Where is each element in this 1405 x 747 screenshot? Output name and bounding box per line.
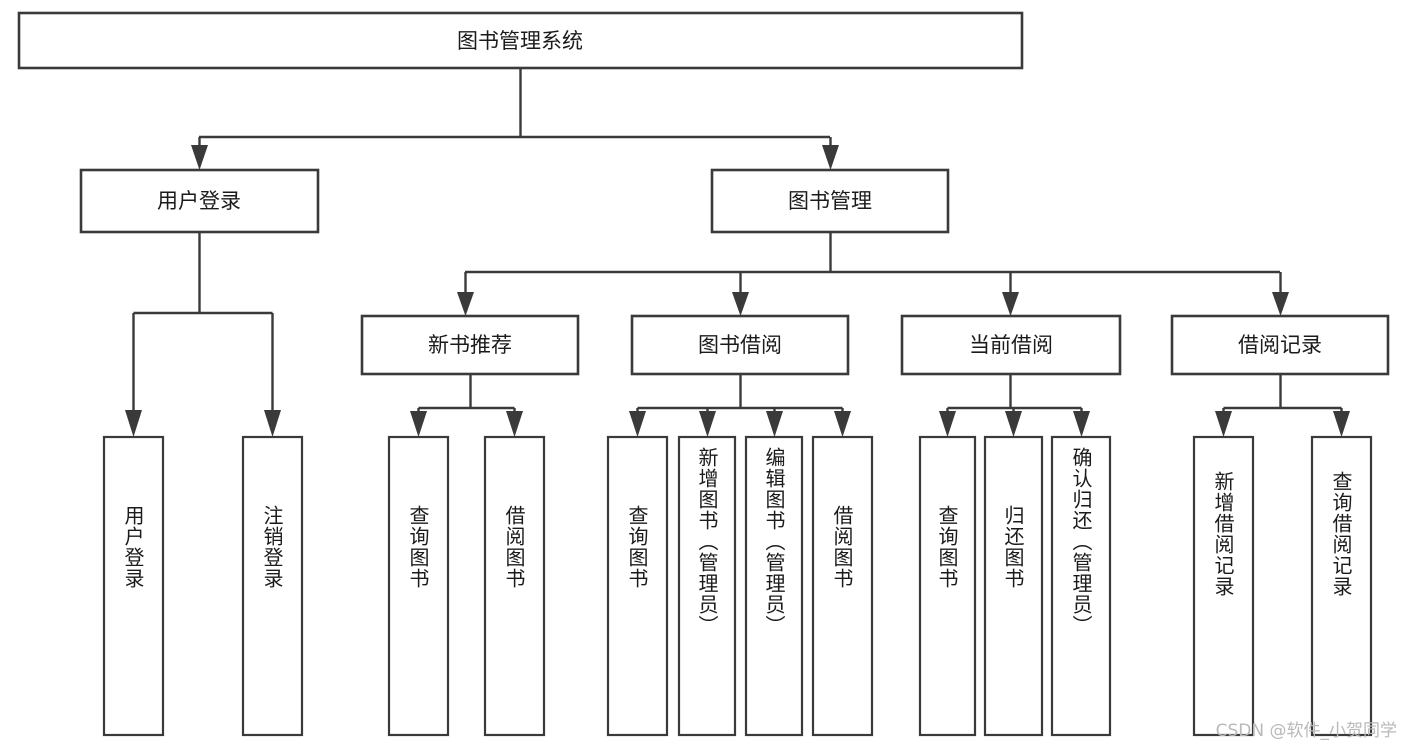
arrow-head-book-borrow: [732, 292, 749, 316]
node-borrow-record[interactable]: 借阅记录: [1170, 314, 1390, 376]
arrow-head-book-management: [822, 145, 839, 170]
node-book-management-label: 图书管理: [788, 189, 872, 213]
node-leaf-logout-label: 注销登录: [260, 505, 284, 589]
connector-group-new-book-recommend: [410, 374, 523, 437]
connector-group-borrow-record: [1215, 374, 1350, 437]
node-leaf-query-book-current-label: 查询图书: [935, 505, 959, 589]
node-leaf-confirm-return-box: [1050, 435, 1112, 737]
arrow-head-borrow-record: [1272, 292, 1289, 316]
node-user-login[interactable]: 用户登录: [79, 168, 320, 234]
arrow-head-leaf-borrow-book-recommend: [506, 411, 523, 437]
node-leaf-user-login-box: [102, 435, 165, 737]
node-leaf-return-book[interactable]: 归还图书: [983, 435, 1044, 737]
node-leaf-add-borrow-record[interactable]: 新增借阅记录: [1192, 435, 1255, 737]
node-leaf-borrow-book-label: 借阅图书: [830, 505, 854, 589]
arrow-head-leaf-query-book-borrow: [629, 411, 646, 437]
node-new-book-recommend-label: 新书推荐: [428, 333, 512, 357]
node-leaf-borrow-book-recommend-label: 借阅图书: [502, 505, 526, 589]
arrow-head-leaf-query-book-current: [939, 411, 956, 437]
node-leaf-confirm-return[interactable]: 确认归还（管理员）: [1050, 435, 1112, 737]
node-leaf-edit-book-label: 编辑图书（管理员）: [762, 447, 786, 636]
node-book-borrow[interactable]: 图书借阅: [630, 314, 850, 376]
arrow-head-leaf-add-borrow-record: [1215, 411, 1232, 437]
node-leaf-query-borrow-record-box: [1310, 435, 1373, 737]
node-leaf-user-login[interactable]: 用户登录: [102, 435, 165, 737]
connector-group-book-borrow: [629, 374, 851, 437]
node-leaf-add-borrow-record-label: 新增借阅记录: [1211, 471, 1235, 597]
arrow-head-leaf-user-login: [125, 410, 142, 437]
connector-group-book-management: [457, 232, 1289, 316]
node-leaf-borrow-book[interactable]: 借阅图书: [811, 435, 874, 737]
node-leaf-return-book-label: 归还图书: [1001, 505, 1025, 589]
node-new-book-recommend-box: [360, 314, 580, 376]
node-leaf-confirm-return-label: 确认归还（管理员）: [1069, 447, 1093, 636]
arrow-head-new-book-recommend: [457, 292, 474, 316]
node-borrow-record-box: [1170, 314, 1390, 376]
node-book-management-box: [710, 168, 950, 234]
arrow-head-leaf-borrow-book: [834, 411, 851, 437]
node-leaf-query-borrow-record[interactable]: 查询借阅记录: [1310, 435, 1373, 737]
arrow-head-leaf-query-book-recommend: [410, 411, 427, 437]
node-user-login-box: [79, 168, 320, 234]
arrow-head-user-login: [191, 145, 208, 170]
node-leaf-edit-book[interactable]: 编辑图书（管理员）: [744, 435, 804, 737]
node-leaf-query-borrow-record-label: 查询借阅记录: [1329, 471, 1353, 597]
node-leaf-query-book-recommend-label: 查询图书: [406, 505, 430, 589]
node-leaf-user-login-label: 用户登录: [121, 505, 145, 589]
node-leaf-edit-book-box: [744, 435, 804, 737]
node-leaf-borrow-book-box: [811, 435, 874, 737]
node-book-borrow-label: 图书借阅: [698, 333, 782, 357]
node-book-borrow-box: [630, 314, 850, 376]
node-leaf-add-book[interactable]: 新增图书（管理员）: [677, 435, 737, 737]
arrow-head-leaf-logout: [264, 410, 281, 437]
node-leaf-query-book-current-box: [918, 435, 977, 737]
node-current-borrow-box: [900, 314, 1122, 376]
node-current-borrow[interactable]: 当前借阅: [900, 314, 1122, 376]
node-leaf-borrow-book-recommend[interactable]: 借阅图书: [483, 435, 546, 737]
node-leaf-borrow-book-recommend-box: [483, 435, 546, 737]
node-leaf-query-book-borrow-label: 查询图书: [625, 505, 649, 589]
node-root-label: 图书管理系统: [457, 29, 583, 53]
arrow-head-current-borrow: [1002, 292, 1019, 316]
connector-group-user-login: [125, 232, 281, 437]
arrow-head-leaf-return-book: [1005, 411, 1022, 437]
node-leaf-logout-box: [241, 435, 304, 737]
node-leaf-add-book-box: [677, 435, 737, 737]
csdn-watermark: CSDN @软件_小贺同学: [1215, 721, 1397, 741]
arrow-head-leaf-edit-book: [766, 411, 783, 437]
arrow-head-leaf-add-book: [699, 411, 716, 437]
connector-group-root: [191, 68, 839, 170]
node-leaf-query-book-current[interactable]: 查询图书: [918, 435, 977, 737]
arrow-head-leaf-confirm-return: [1073, 411, 1090, 437]
node-leaf-return-book-box: [983, 435, 1044, 737]
node-root-box: [17, 11, 1024, 70]
node-book-management[interactable]: 图书管理: [710, 168, 950, 234]
node-root[interactable]: 图书管理系统: [17, 11, 1024, 70]
node-borrow-record-label: 借阅记录: [1238, 333, 1322, 357]
node-leaf-logout[interactable]: 注销登录: [241, 435, 304, 737]
node-current-borrow-label: 当前借阅: [969, 333, 1053, 357]
node-leaf-query-book-recommend-box: [387, 435, 450, 737]
node-leaf-query-book-borrow[interactable]: 查询图书: [606, 435, 669, 737]
node-user-login-label: 用户登录: [157, 189, 241, 213]
arrow-head-leaf-query-borrow-record: [1333, 411, 1350, 437]
node-leaf-query-book-borrow-box: [606, 435, 669, 737]
node-leaf-add-book-label: 新增图书（管理员）: [695, 447, 719, 636]
node-new-book-recommend[interactable]: 新书推荐: [360, 314, 580, 376]
connector-group-current-borrow: [939, 374, 1090, 437]
node-leaf-query-book-recommend[interactable]: 查询图书: [387, 435, 450, 737]
node-leaf-add-borrow-record-box: [1192, 435, 1255, 737]
